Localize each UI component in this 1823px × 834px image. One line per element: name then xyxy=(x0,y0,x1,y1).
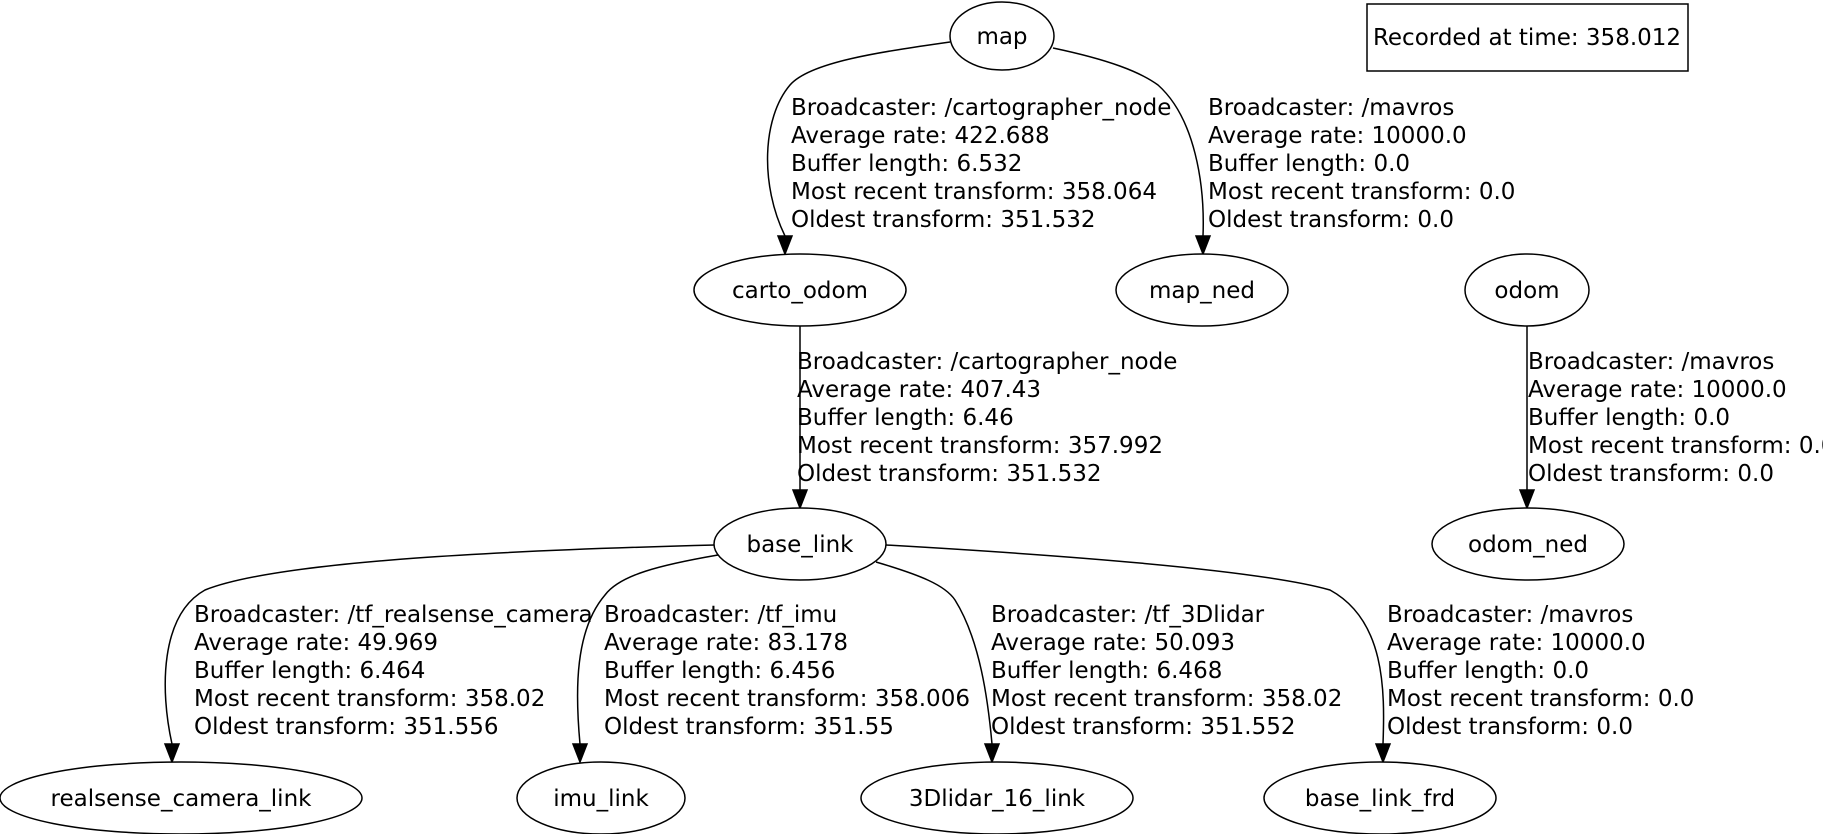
edge-line xyxy=(875,561,993,745)
node-shape xyxy=(0,761,363,834)
node-label: imu_link xyxy=(553,786,649,812)
edge-base-link-to-imu-link: Broadcaster: /tf_imu Average rate: 83.17… xyxy=(571,554,970,765)
edge-most-recent-transform: Most recent transform: 358.02 xyxy=(194,686,545,712)
edge-average-rate: Average rate: 407.43 xyxy=(797,377,1041,403)
edge-broadcaster: Broadcaster: /mavros xyxy=(1387,602,1633,628)
node-odom-ned[interactable]: odom_ned xyxy=(1431,507,1625,581)
edge-broadcaster: Broadcaster: /cartographer_node xyxy=(791,95,1171,121)
edge-broadcaster: Broadcaster: /mavros xyxy=(1528,349,1774,375)
edge-oldest-transform: Oldest transform: 351.532 xyxy=(797,461,1101,487)
node-3dlidar-16-link[interactable]: 3Dlidar_16_link xyxy=(860,761,1134,834)
edge-line xyxy=(1052,47,1204,237)
edge-base-link-to-base-link-frd: Broadcaster: /mavros Average rate: 10000… xyxy=(885,544,1694,765)
node-label: odom_ned xyxy=(1468,532,1588,558)
node-map-ned[interactable]: map_ned xyxy=(1115,253,1289,327)
edge-buffer-length: Buffer length: 0.0 xyxy=(1528,405,1730,431)
node-label: map_ned xyxy=(1149,278,1255,304)
edge-average-rate: Average rate: 10000.0 xyxy=(1387,630,1646,656)
edge-oldest-transform: Oldest transform: 351.552 xyxy=(991,714,1295,740)
node-shape xyxy=(1115,253,1289,327)
edge-map-to-carto-odom: Broadcaster: /cartographer_node Average … xyxy=(766,41,1171,257)
edge-line xyxy=(164,544,716,745)
edge-most-recent-transform: Most recent transform: 358.02 xyxy=(991,686,1342,712)
edge-arrowhead xyxy=(776,235,794,257)
node-label: carto_odom xyxy=(732,278,868,304)
edge-average-rate: Average rate: 10000.0 xyxy=(1528,377,1787,403)
node-realsense-camera-link[interactable]: realsense_camera_link xyxy=(0,761,363,834)
edge-odom-to-odom-ned: Broadcaster: /mavros Average rate: 10000… xyxy=(1518,326,1823,511)
edge-buffer-length: Buffer length: 6.464 xyxy=(194,658,425,684)
edge-buffer-length: Buffer length: 0.0 xyxy=(1387,658,1589,684)
node-shape xyxy=(516,761,686,834)
edge-base-link-to-3dlidar-link: Broadcaster: /tf_3Dlidar Average rate: 5… xyxy=(875,561,1342,765)
edge-oldest-transform: Oldest transform: 351.532 xyxy=(791,207,1095,233)
edge-most-recent-transform: Most recent transform: 358.006 xyxy=(604,686,970,712)
node-shape xyxy=(1431,507,1625,581)
edge-broadcaster: Broadcaster: /tf_realsense_camera xyxy=(194,602,593,628)
edge-arrowhead xyxy=(1374,743,1392,765)
edge-most-recent-transform: Most recent transform: 0.0 xyxy=(1387,686,1694,712)
edge-broadcaster: Broadcaster: /mavros xyxy=(1208,95,1454,121)
edge-oldest-transform: Oldest transform: 0.0 xyxy=(1387,714,1633,740)
edge-oldest-transform: Oldest transform: 0.0 xyxy=(1208,207,1454,233)
edge-arrowhead xyxy=(791,489,809,511)
edge-base-link-to-realsense-camera-link: Broadcaster: /tf_realsense_camera Averag… xyxy=(163,544,716,765)
edge-broadcaster: Broadcaster: /cartographer_node xyxy=(797,349,1177,375)
node-imu-link[interactable]: imu_link xyxy=(516,761,686,834)
node-label: odom xyxy=(1494,278,1559,304)
edge-most-recent-transform: Most recent transform: 358.064 xyxy=(791,179,1157,205)
edge-buffer-length: Buffer length: 6.46 xyxy=(797,405,1014,431)
edge-broadcaster: Broadcaster: /tf_imu xyxy=(604,602,837,628)
recorded-time-box: Recorded at time: 358.012 xyxy=(1366,3,1689,72)
edge-oldest-transform: Oldest transform: 351.556 xyxy=(194,714,498,740)
node-label: map xyxy=(976,24,1027,50)
node-shape xyxy=(713,507,887,581)
node-label: base_link_frd xyxy=(1305,786,1455,812)
node-odom[interactable]: odom xyxy=(1464,253,1590,327)
edge-arrowhead xyxy=(983,743,1001,765)
edge-buffer-length: Buffer length: 0.0 xyxy=(1208,151,1410,177)
node-carto-odom[interactable]: carto_odom xyxy=(693,253,907,327)
node-label: 3Dlidar_16_link xyxy=(909,786,1086,812)
node-map[interactable]: map xyxy=(949,1,1055,71)
edge-buffer-length: Buffer length: 6.532 xyxy=(791,151,1022,177)
edge-line xyxy=(766,41,951,237)
node-shape xyxy=(1464,253,1590,327)
edge-most-recent-transform: Most recent transform: 0.0 xyxy=(1208,179,1515,205)
edge-average-rate: Average rate: 422.688 xyxy=(791,123,1050,149)
edge-average-rate: Average rate: 49.969 xyxy=(194,630,438,656)
edge-most-recent-transform: Most recent transform: 357.992 xyxy=(797,433,1163,459)
recorded-time-label: Recorded at time: 358.012 xyxy=(1373,25,1681,51)
node-shape xyxy=(693,253,907,327)
edge-map-to-map-ned: Broadcaster: /mavros Average rate: 10000… xyxy=(1052,47,1515,257)
node-label: realsense_camera_link xyxy=(51,786,313,812)
node-shape xyxy=(860,761,1134,834)
node-base-link[interactable]: base_link xyxy=(713,507,887,581)
edge-line xyxy=(576,554,719,745)
node-shape xyxy=(1263,761,1497,834)
node-shape xyxy=(949,1,1055,71)
edge-average-rate: Average rate: 50.093 xyxy=(991,630,1235,656)
edge-buffer-length: Buffer length: 6.456 xyxy=(604,658,835,684)
node-label: base_link xyxy=(746,532,854,558)
edge-oldest-transform: Oldest transform: 0.0 xyxy=(1528,461,1774,487)
edge-arrowhead xyxy=(571,743,589,765)
recorded-time-frame xyxy=(1366,3,1689,72)
edge-most-recent-transform: Most recent transform: 0.0 xyxy=(1528,433,1823,459)
edge-arrowhead xyxy=(163,743,181,765)
edge-carto-odom-to-base-link: Broadcaster: /cartographer_node Average … xyxy=(791,326,1177,511)
edge-line xyxy=(885,544,1385,745)
edge-broadcaster: Broadcaster: /tf_3Dlidar xyxy=(991,602,1265,628)
edge-buffer-length: Buffer length: 6.468 xyxy=(991,658,1222,684)
edge-arrowhead xyxy=(1518,489,1536,511)
edge-average-rate: Average rate: 83.178 xyxy=(604,630,848,656)
edge-oldest-transform: Oldest transform: 351.55 xyxy=(604,714,894,740)
edge-average-rate: Average rate: 10000.0 xyxy=(1208,123,1467,149)
node-base-link-frd[interactable]: base_link_frd xyxy=(1263,761,1497,834)
edge-arrowhead xyxy=(1194,235,1212,257)
